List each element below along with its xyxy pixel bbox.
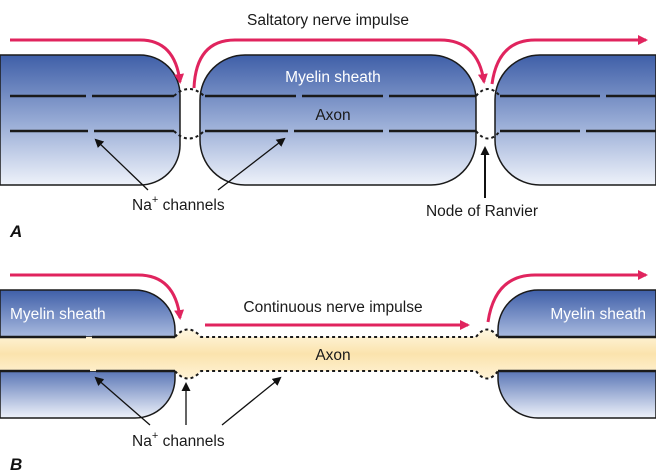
node-of-ranvier-a <box>173 88 501 140</box>
myelin-segment-middle <box>199 54 477 186</box>
myelin-segment-right <box>494 54 656 186</box>
myelin-sheath-label-b-left: Myelin sheath <box>10 306 106 323</box>
axon-label-a: Axon <box>315 107 350 124</box>
myelin-segment-b-right-bottom <box>497 370 656 419</box>
myelin-sheath-label-b-right: Myelin sheath <box>550 306 646 323</box>
panel-b: Continuous nerve impulse Myelin sheath M… <box>0 270 656 474</box>
axon-membrane-a <box>10 94 656 133</box>
channel-pointers-b <box>94 376 282 426</box>
na-channels-label-b: Na+ channels <box>132 430 225 450</box>
na-channels-label-a: Na+ channels <box>132 194 225 214</box>
panel-a: Saltatory nerve impulse Myelin sheath Ax… <box>0 12 656 241</box>
continuous-title: Continuous nerve impulse <box>243 299 422 316</box>
panel-letter-a: A <box>9 222 22 241</box>
myelin-segment-b-left-bottom <box>0 370 176 419</box>
myelin-segment-b-left-top <box>0 289 176 338</box>
channel-pointers-a <box>94 137 286 191</box>
continuous-impulse-arrows <box>10 270 648 330</box>
myelin-segment-left <box>0 54 181 186</box>
myelin-segment-b-right-top <box>497 289 656 338</box>
axon-core-b <box>0 329 656 379</box>
axon-label-b: Axon <box>315 347 350 364</box>
myelin-sheath-label-a: Myelin sheath <box>285 69 381 86</box>
saltatory-impulse-arrows <box>10 35 648 89</box>
panel-letter-b: B <box>10 455 22 474</box>
axon-membrane-b <box>0 335 656 373</box>
unmyelinated-membrane-b <box>174 328 499 380</box>
saltatory-title: Saltatory nerve impulse <box>247 12 409 29</box>
node-of-ranvier-label: Node of Ranvier <box>426 203 538 220</box>
